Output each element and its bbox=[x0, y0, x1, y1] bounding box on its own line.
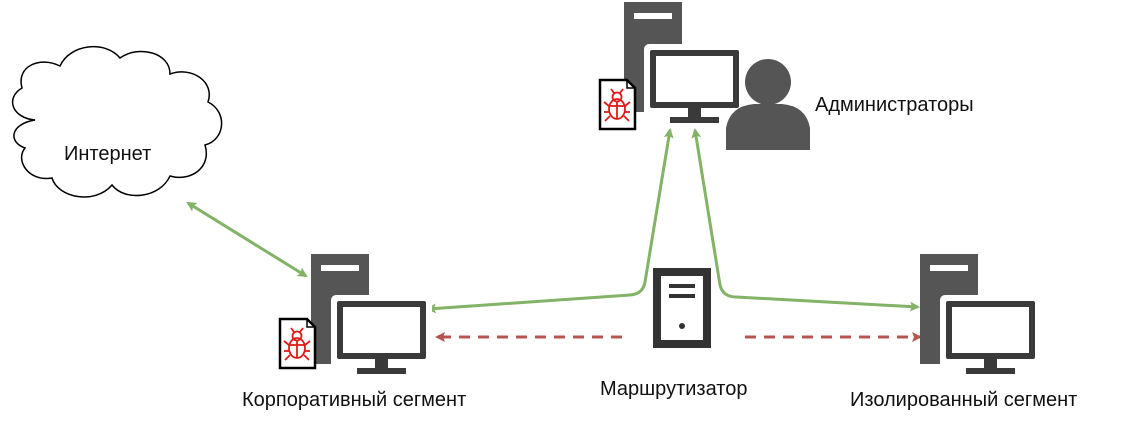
isolated-workstation-icon bbox=[920, 254, 1041, 374]
admin-workstation-icon bbox=[624, 2, 745, 123]
isolated-segment-label: Изолированный сегмент bbox=[850, 389, 1078, 411]
corporate-malware-document-icon bbox=[278, 317, 317, 370]
corporate-workstation-icon bbox=[311, 254, 432, 374]
administrator-user-icon bbox=[726, 59, 810, 150]
link-admin-isolated bbox=[691, 128, 920, 312]
link-corporate-admin bbox=[426, 128, 674, 314]
router-icon bbox=[653, 268, 711, 348]
corporate-segment-label: Корпоративный сегмент bbox=[242, 389, 467, 411]
link-internet-corporate bbox=[186, 201, 308, 278]
router-label: Маршрутизатор bbox=[600, 378, 748, 400]
administrators-label: Администраторы bbox=[815, 94, 974, 116]
admin-malware-document-icon bbox=[598, 78, 637, 131]
internet-label: Интернет bbox=[64, 143, 152, 165]
internet-cloud-icon bbox=[11, 45, 223, 198]
